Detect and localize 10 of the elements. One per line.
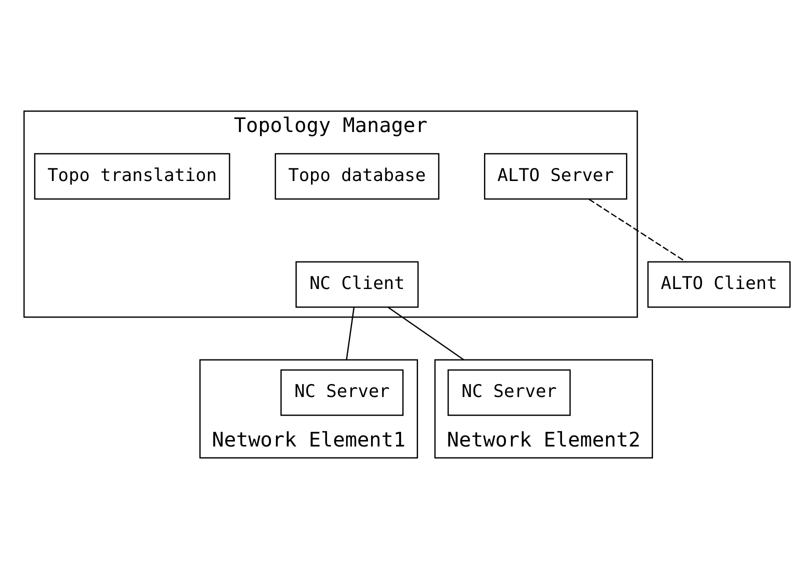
connector [346, 307, 355, 360]
connector [588, 198, 686, 262]
node-box: Topo database [274, 152, 440, 200]
node-box: NC Server [448, 368, 571, 416]
node-box: ALTO Server [484, 152, 628, 200]
connector [388, 306, 464, 360]
node-box: Topo translation [34, 152, 230, 200]
node-box: ALTO Client [647, 260, 791, 308]
node-box: NC Server [280, 368, 404, 416]
node-box: NC Client [296, 260, 419, 308]
